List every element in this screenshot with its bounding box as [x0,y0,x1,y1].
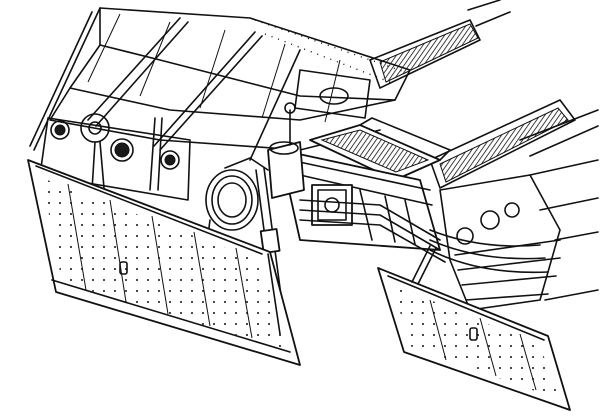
right-access-door [377,245,571,411]
gun-barrel-upper [369,0,511,89]
left-access-door [27,159,301,366]
gun-receiver [267,102,446,263]
gun-barrel-lower [429,99,599,189]
ammunition-belt-feed [309,117,451,181]
right-rib-structure [429,159,599,311]
inner-bulkhead-left [39,113,191,201]
